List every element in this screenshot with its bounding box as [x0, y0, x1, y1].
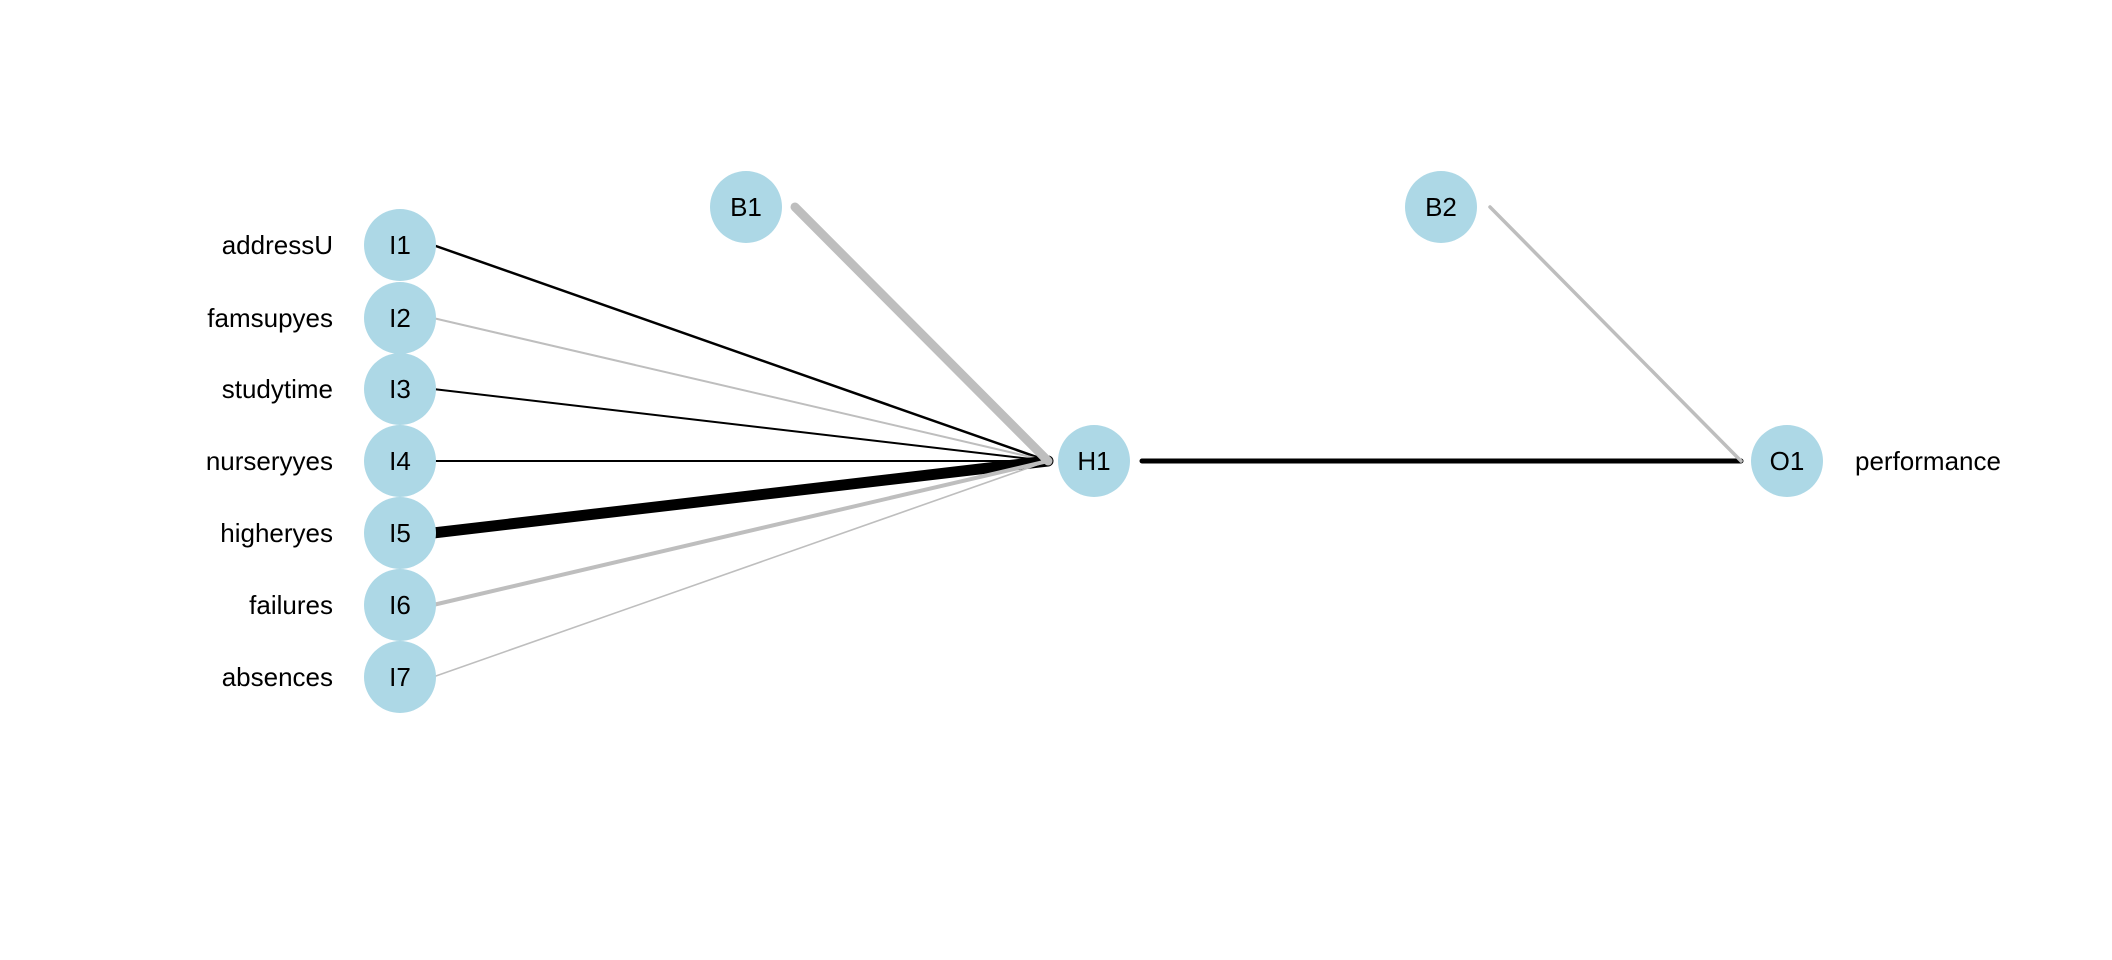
node-label: addressU: [222, 230, 333, 260]
node-id: I1: [389, 230, 411, 260]
node-id: B2: [1425, 192, 1457, 222]
node-H1: H1: [1058, 425, 1130, 497]
node-circle: [364, 497, 436, 569]
node-circle: [710, 171, 782, 243]
node-label: failures: [249, 590, 333, 620]
node-B2: B2: [1405, 171, 1477, 243]
node-id: I5: [389, 518, 411, 548]
edge-B2-O1: [1488, 205, 1743, 463]
edge-I7-H1: [432, 460, 1049, 678]
node-circle: [364, 569, 436, 641]
node-id: I2: [389, 303, 411, 333]
edge-I6-H1: [431, 459, 1050, 607]
edge-B1-H1: [790, 202, 1053, 466]
edge-I1-H1: [431, 243, 1050, 463]
node-label: studytime: [222, 374, 333, 404]
node-circle: [1058, 425, 1130, 497]
node-I3: I3 studytime: [222, 353, 436, 425]
edge-I3-H1: [432, 388, 1049, 462]
node-label: absences: [222, 662, 333, 692]
node-id: I6: [389, 590, 411, 620]
node-circle: [364, 353, 436, 425]
node-B1: B1: [710, 171, 782, 243]
node-circle: [364, 282, 436, 354]
edge-I2-H1: [432, 317, 1049, 462]
node-id: I7: [389, 662, 411, 692]
node-circle: [1405, 171, 1477, 243]
node-label: famsupyes: [207, 303, 333, 333]
node-circle: [364, 425, 436, 497]
edge-I5-H1: [427, 455, 1054, 539]
node-circle: [364, 209, 436, 281]
node-I5: I5 higheryes: [220, 497, 436, 569]
node-I6: I6 failures: [249, 569, 436, 641]
node-I2: I2 famsupyes: [207, 282, 436, 354]
node-id: I3: [389, 374, 411, 404]
node-I4: I4 nurseryyes: [206, 425, 436, 497]
node-I1: I1 addressU: [222, 209, 436, 281]
node-label: nurseryyes: [206, 446, 333, 476]
node-circle: [1751, 425, 1823, 497]
node-id: B1: [730, 192, 762, 222]
node-id: I4: [389, 446, 411, 476]
node-circle: [364, 641, 436, 713]
node-label: performance: [1855, 446, 2001, 476]
node-id: H1: [1077, 446, 1110, 476]
node-label: higheryes: [220, 518, 333, 548]
node-I7: I7 absences: [222, 641, 436, 713]
node-O1: O1 performance: [1751, 425, 2001, 497]
node-id: O1: [1770, 446, 1805, 476]
